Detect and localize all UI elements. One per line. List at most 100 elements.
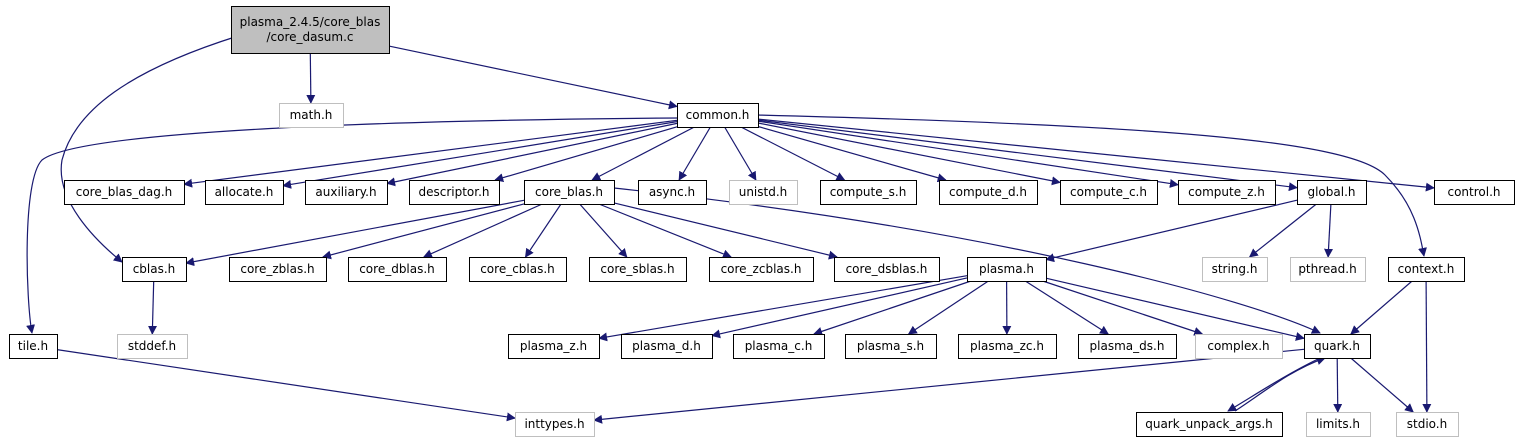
edge-core_blas-to-core_dsblas <box>613 202 838 260</box>
node-label: limits.h <box>1316 417 1360 431</box>
node-plasma-c[interactable]: plasma_c.h <box>733 334 825 359</box>
node-box <box>469 257 567 282</box>
node-allocate[interactable]: allocate.h <box>205 180 284 205</box>
node-inttypes[interactable]: inttypes.h <box>515 412 595 437</box>
node-plasma-ds[interactable]: plasma_ds.h <box>1078 334 1177 359</box>
node-control[interactable]: control.h <box>1434 180 1515 205</box>
node-label: quark.h <box>1314 339 1360 353</box>
node-complex[interactable]: complex.h <box>1195 334 1283 359</box>
node-box <box>589 257 687 282</box>
edge-common-to-auxiliary <box>386 122 678 187</box>
node-box <box>64 180 185 205</box>
node-auxiliary[interactable]: auxiliary.h <box>305 180 388 205</box>
node-label: plasma_z.h <box>520 339 587 353</box>
edge-core_blas-to-core_dblas <box>422 203 543 258</box>
node-quark[interactable]: quark.h <box>1304 334 1371 359</box>
node-compute-z[interactable]: compute_z.h <box>1178 180 1276 205</box>
edge-plasma-to-complex <box>1042 280 1204 336</box>
edge-root-to-cblas <box>60 35 239 263</box>
node-stddef[interactable]: stddef.h <box>117 334 188 359</box>
edge-global-to-pthread <box>1324 203 1334 258</box>
node-string[interactable]: string.h <box>1202 257 1268 282</box>
edge-plasma-to-plasma_c <box>813 280 972 336</box>
node-plasma[interactable]: plasma.h <box>967 257 1047 282</box>
node-plasma-d[interactable]: plasma_d.h <box>621 334 713 359</box>
node-compute-s[interactable]: compute_s.h <box>820 180 917 205</box>
node-compute-c[interactable]: compute_c.h <box>1060 180 1158 205</box>
node-unistd[interactable]: unistd.h <box>729 180 798 205</box>
node-label: compute_s.h <box>830 185 907 199</box>
node-stdio[interactable]: stdio.h <box>1396 412 1459 437</box>
node-cblas[interactable]: cblas.h <box>122 257 187 282</box>
edge-context-to-quark <box>1350 280 1413 335</box>
node-box <box>229 257 327 282</box>
node-context[interactable]: context.h <box>1388 257 1465 282</box>
edge-common-to-async <box>678 126 711 181</box>
node-label: math.h <box>290 108 333 122</box>
node-common[interactable]: common.h <box>677 103 759 128</box>
node-label: stddef.h <box>128 339 176 353</box>
node-global[interactable]: global.h <box>1297 180 1367 205</box>
node-math[interactable]: math.h <box>279 103 344 128</box>
node-core-zcblas[interactable]: core_zcblas.h <box>709 257 814 282</box>
node-core-dsblas[interactable]: core_dsblas.h <box>834 257 940 282</box>
node-box <box>845 334 937 359</box>
node-label: plasma_d.h <box>632 339 701 353</box>
node-limits[interactable]: limits.h <box>1306 412 1371 437</box>
node-label: string.h <box>1212 262 1258 276</box>
node-label: core_blas_dag.h <box>76 185 173 199</box>
node-box <box>733 334 825 359</box>
node-compute-d[interactable]: compute_d.h <box>939 180 1038 205</box>
node-plasma-z[interactable]: plasma_z.h <box>508 334 600 359</box>
node-box <box>1388 257 1465 282</box>
node-core-sblas[interactable]: core_sblas.h <box>589 257 687 282</box>
node-label: compute_d.h <box>949 185 1027 199</box>
node-box <box>1434 180 1515 205</box>
edge-root-to-common <box>388 45 678 110</box>
edge-cblas-to-stddef <box>148 280 158 335</box>
node-descriptor[interactable]: descriptor.h <box>409 180 500 205</box>
node-core-dblas[interactable]: core_dblas.h <box>348 257 447 282</box>
node-core-blas[interactable]: core_blas.h <box>524 180 615 205</box>
node-box <box>621 334 713 359</box>
node-label: context.h <box>1398 262 1455 276</box>
node-async[interactable]: async.h <box>638 180 707 205</box>
node-label: allocate.h <box>215 185 274 199</box>
node-tile[interactable]: tile.h <box>9 334 58 359</box>
node-core-cblas[interactable]: core_cblas.h <box>469 257 567 282</box>
node-plasma-zc[interactable]: plasma_zc.h <box>958 334 1057 359</box>
node-core-blas-dag[interactable]: core_blas_dag.h <box>64 180 185 205</box>
node-box <box>205 180 284 205</box>
node-label: /core_dasum.c <box>267 30 354 44</box>
node-root[interactable]: plasma_2.4.5/core_blas/core_dasum.c <box>231 6 390 54</box>
edge-core_blas-to-core_zcblas <box>598 203 732 259</box>
node-box <box>939 180 1038 205</box>
edge-quark-to-limits <box>1333 357 1343 413</box>
edge-plasma-to-plasma_s <box>907 280 989 335</box>
node-core-zblas[interactable]: core_zblas.h <box>229 257 327 282</box>
node-label: compute_z.h <box>1188 185 1265 199</box>
edges-layer <box>26 35 1435 424</box>
node-box <box>1290 257 1366 282</box>
node-box <box>508 334 600 359</box>
node-label: control.h <box>1447 185 1500 199</box>
node-box <box>122 257 187 282</box>
node-box <box>1396 412 1459 437</box>
node-box <box>1136 412 1283 437</box>
node-label: compute_c.h <box>1070 185 1147 199</box>
node-label: complex.h <box>1207 339 1269 353</box>
node-box <box>958 334 1057 359</box>
edge-core_blas-to-core_zblas <box>322 203 525 260</box>
edge-root-to-math <box>306 52 316 104</box>
node-box <box>834 257 940 282</box>
node-box <box>1060 180 1158 205</box>
edge-common-to-compute_s <box>740 126 846 181</box>
edge-common-to-context <box>757 114 1427 257</box>
node-plasma-s[interactable]: plasma_s.h <box>845 334 937 359</box>
node-pthread[interactable]: pthread.h <box>1290 257 1366 282</box>
edge-core_blas-to-core_cblas <box>524 203 562 258</box>
edge-common-to-unistd <box>724 126 757 181</box>
edge-quark-to-quark_unpack_args <box>1227 358 1319 412</box>
node-quark-unpack-args[interactable]: quark_unpack_args.h <box>1136 412 1283 437</box>
